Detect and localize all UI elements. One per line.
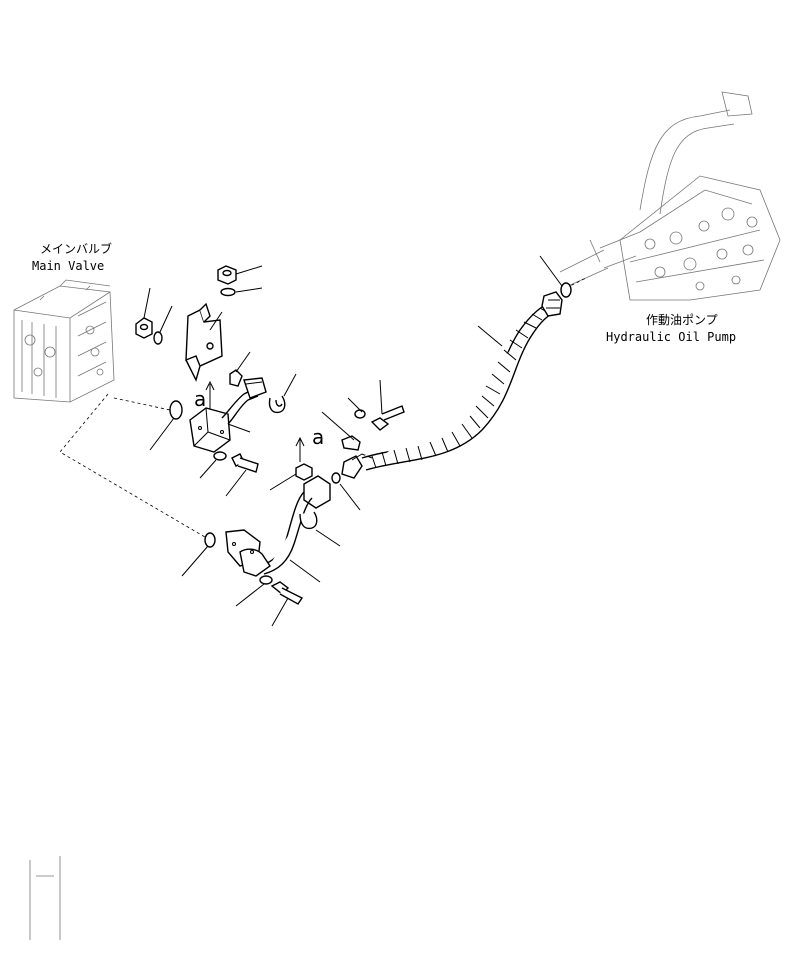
main-valve-label-en: Main Valve xyxy=(32,259,105,273)
washer-hose xyxy=(354,409,366,419)
washer-left xyxy=(153,331,163,345)
page-corner-marks xyxy=(29,856,61,940)
hex-nut-top xyxy=(217,265,237,285)
o-ring-hose-end xyxy=(331,472,341,484)
u-bolt-lower xyxy=(299,511,318,530)
bolt-lower xyxy=(270,581,304,605)
dash-line-valve-upper xyxy=(113,397,171,411)
view-marker-a-lower: a xyxy=(312,425,325,449)
arrow-upper xyxy=(205,380,215,410)
spacer-block xyxy=(295,463,313,481)
main-valve-body xyxy=(13,279,115,403)
washer-top xyxy=(220,287,236,297)
washer-lower xyxy=(259,575,273,585)
dash-line-pump xyxy=(565,277,587,289)
pump-label-jp: 作動油ポンプ xyxy=(646,313,718,327)
hose-clamp xyxy=(341,435,361,451)
dash-line-valve-to-oring xyxy=(59,393,211,541)
view-marker-a-upper: a xyxy=(194,387,207,411)
mounting-bracket xyxy=(185,302,223,382)
callout-leaders xyxy=(143,255,563,627)
hydraulic-pump-body xyxy=(559,91,781,301)
hydraulic-hose xyxy=(341,291,563,479)
u-bolt-upper xyxy=(268,395,286,414)
o-ring-valve xyxy=(169,400,183,420)
bolt-hose xyxy=(370,405,405,431)
hex-nut-left xyxy=(135,317,153,339)
o-ring-pump xyxy=(560,282,572,298)
pipe-clamp-upper xyxy=(229,369,243,387)
arrow-lower xyxy=(295,436,305,462)
o-ring-lower xyxy=(204,532,216,548)
bolt-middle xyxy=(231,453,259,473)
upper-pipe xyxy=(189,377,267,453)
pump-label-en: Hydraulic Oil Pump xyxy=(606,330,737,344)
main-valve-label-jp: メインバルブ xyxy=(40,242,113,256)
washer-middle xyxy=(213,451,227,461)
